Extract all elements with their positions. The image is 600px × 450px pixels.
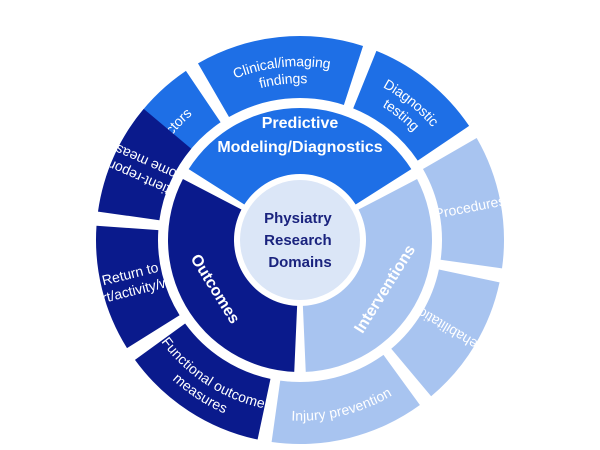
domain-predictive-label-line-2: Modeling/Diagnostics (217, 139, 382, 156)
center-label-line-1: Physiatry (264, 210, 332, 227)
center-label-line-2: Research (264, 232, 332, 249)
center-label: Physiatry Research Domains (264, 210, 336, 271)
outer-ring: Risk factorsClinical/imagingfindingsDiag… (78, 36, 506, 444)
subdomain-clinical-label-line-2: findings (257, 70, 307, 91)
domain-predictive-segment (188, 108, 412, 205)
subdomain-clinical-segment (198, 36, 364, 118)
subdomain-injury-segment (271, 354, 420, 444)
domain-interventions-segment (302, 179, 432, 372)
subdomain-clinical-label-text-2: findings (257, 70, 307, 91)
subdomain-return-segment (96, 225, 180, 349)
center-circle-shape (240, 180, 360, 300)
domain-outcomes-segment (168, 179, 298, 372)
subdomain-rehab-segment (391, 269, 500, 397)
center-label-line-3: Domains (268, 254, 331, 271)
center-circle: Physiatry Research Domains (240, 180, 360, 300)
subdomain-diag-segment (353, 50, 470, 161)
domain-predictive-label-line-1: Predictive (262, 115, 339, 132)
subdomain-proc-segment (422, 138, 504, 269)
subdomain-func-segment (134, 323, 271, 440)
subdomain-pro-segment (97, 108, 192, 221)
